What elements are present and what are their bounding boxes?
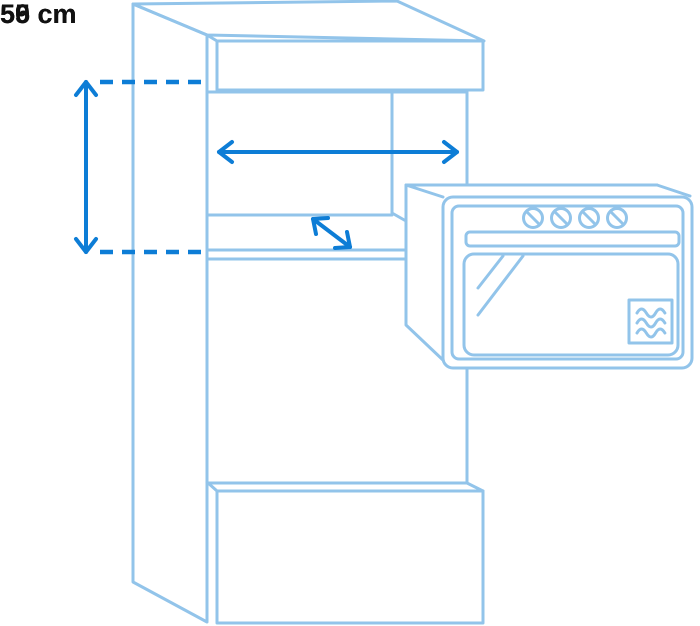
width-arrow: [217, 140, 459, 164]
wave-line: [635, 327, 667, 339]
wave-line: [635, 317, 667, 329]
knob-icon: [550, 207, 572, 229]
oven-back-frame: [404, 183, 659, 363]
width-dimension-label: 56 cm: [0, 0, 77, 29]
cabinet-left-panel: [131, 2, 209, 624]
microwave-symbol-icon: [627, 298, 674, 345]
wave-line: [635, 307, 667, 319]
oven-top-left-slant: [404, 183, 445, 199]
knob-slash-icon: [581, 210, 597, 226]
oven-handle-bar: [464, 230, 681, 248]
depth-arrow: [311, 216, 352, 250]
knob-slash-icon: [553, 210, 569, 226]
bottom-drawer-top-edge: [206, 481, 485, 493]
dimension-annotations: [74, 79, 459, 255]
knob-slash-icon: [525, 210, 541, 226]
oven-knobs: [522, 207, 628, 229]
window-reflection-line: [476, 254, 525, 317]
cabinet-bottom-drawer-front: [215, 489, 485, 625]
knob-icon: [522, 207, 544, 229]
cabinet-drawing: [131, 0, 486, 625]
knob-slash-icon: [609, 210, 625, 226]
oven-front-inner-frame: [450, 204, 685, 361]
cabinet-top-drawer-edge: [205, 33, 219, 43]
bottom-drawer-left-corner: [205, 480, 219, 493]
oven-door-window: [462, 252, 680, 357]
height-arrow: [74, 80, 98, 254]
oven-top-right-slant: [655, 183, 692, 198]
cabinet-top-face: [131, 0, 486, 43]
cabinet-top-drawer-front: [215, 39, 485, 92]
microwave-symbol-frame: [627, 298, 674, 345]
knob-icon: [606, 207, 628, 229]
niche-back-right-edge: [390, 90, 408, 223]
oven-drawing: [404, 183, 694, 370]
depth-dimension-label: 55 cm: [0, 0, 77, 29]
knob-icon: [578, 207, 600, 229]
height-dimension-label: 59 cm: [0, 0, 77, 29]
window-reflection-line: [476, 254, 505, 290]
